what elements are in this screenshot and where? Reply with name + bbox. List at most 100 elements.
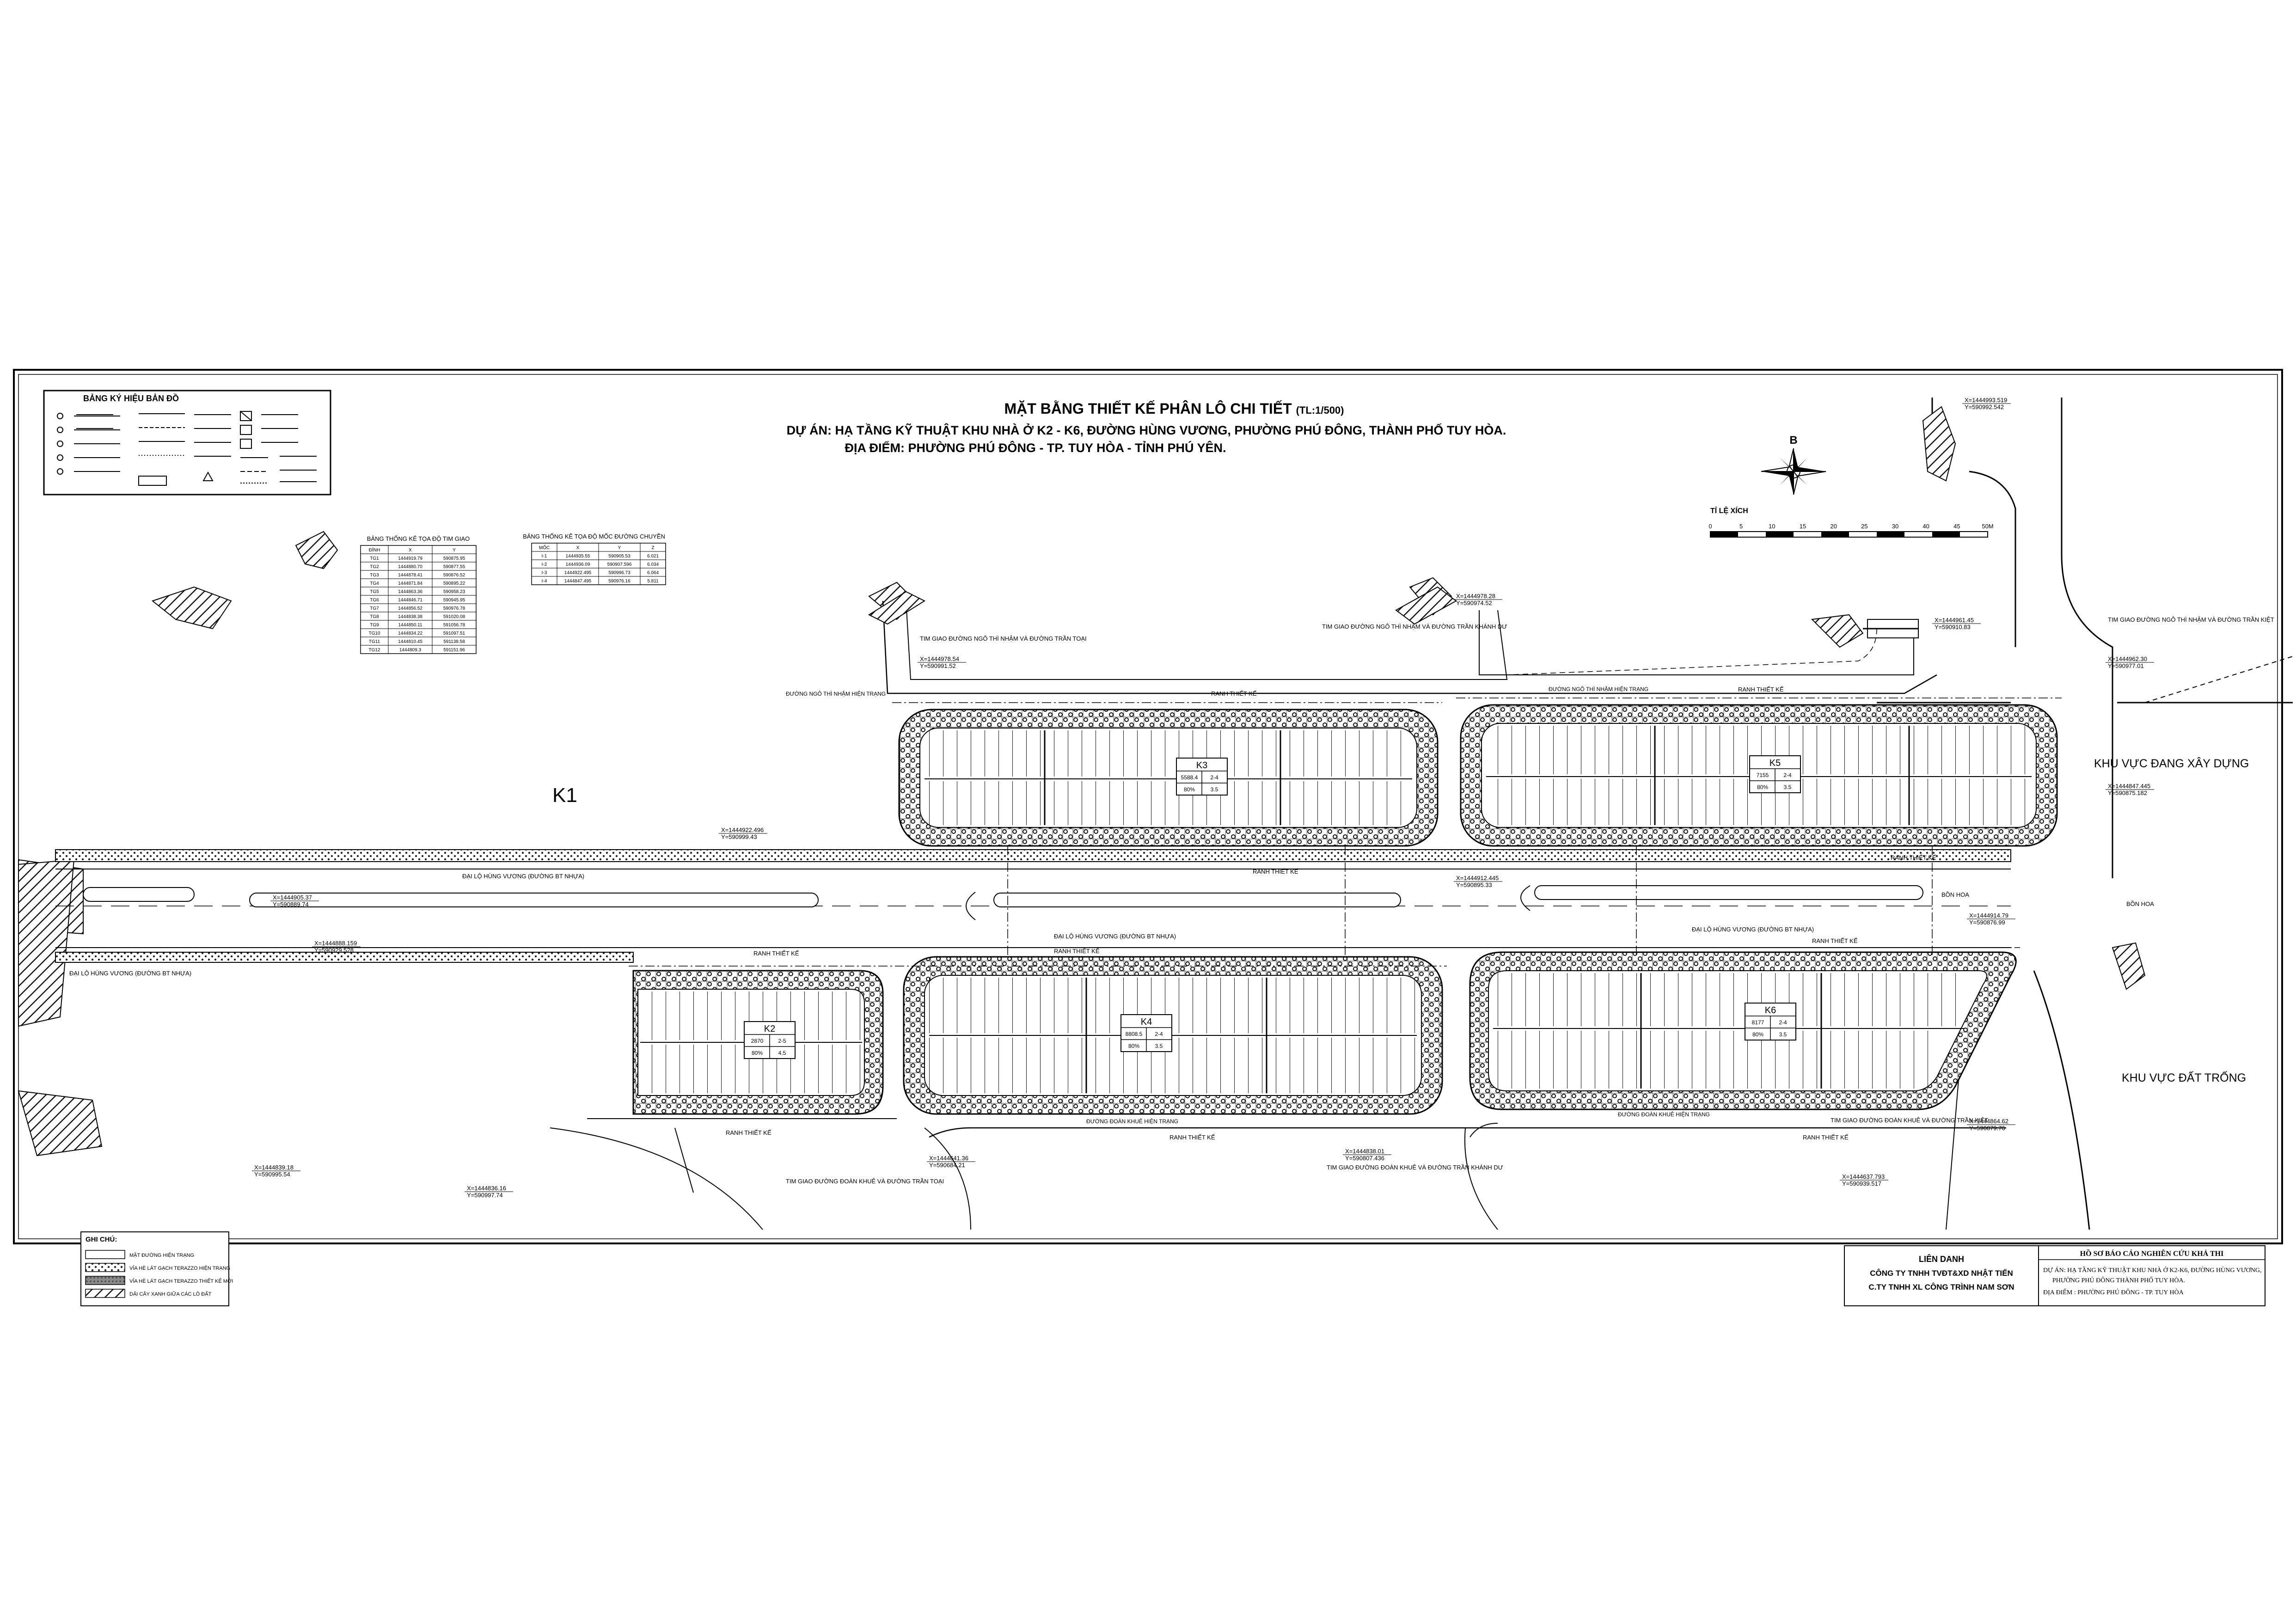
coord-callout: X=1444864.62Y=590879.76 bbox=[1967, 1118, 2015, 1132]
table1-cell: TG5 bbox=[370, 589, 379, 594]
notes-title: GHI CHÚ: bbox=[86, 1235, 117, 1243]
flower-bed-label-2: BỒN HOA bbox=[2126, 900, 2154, 907]
block-k3[interactable] bbox=[898, 709, 1439, 847]
table1-cell: 1444856.52 bbox=[398, 606, 422, 611]
coord-x: X=1444912.445 bbox=[1456, 875, 1499, 881]
design-limit-label-2: RANH THIẾT KẾ bbox=[1738, 686, 1784, 693]
block-floors: 2-4 bbox=[1155, 1031, 1163, 1037]
table1-cell: 591151.96 bbox=[443, 648, 465, 653]
intersection-ngo-tran-kiet: TIM GIAO ĐƯỜNG NGÔ THÌ NHẬM VÀ ĐƯỜNG TRẦ… bbox=[2108, 616, 2274, 623]
block-area: 5588.4 bbox=[1181, 774, 1198, 781]
main-road-label-2: ĐẠI LỘ HÙNG VƯƠNG (ĐƯỜNG BT NHỰA) bbox=[69, 970, 191, 977]
block-id: K4 bbox=[1141, 1017, 1152, 1027]
coord-y: Y=590977.01 bbox=[2108, 662, 2144, 669]
table1-cell: TG1 bbox=[370, 556, 379, 561]
table2-header: MỐC bbox=[539, 544, 550, 551]
coord-y: Y=590876.99 bbox=[1969, 919, 2005, 926]
coord-x: X=1444836.16 bbox=[467, 1185, 506, 1192]
table1-cell: 1444846.71 bbox=[398, 598, 422, 603]
area-vacant-label: KHU VỰC ĐẤT TRỐNG bbox=[2122, 1071, 2246, 1084]
coord-y: Y=590939.517 bbox=[1842, 1180, 1881, 1187]
scale-bar-title: TỈ LỆ XÍCH bbox=[1710, 506, 1748, 515]
main-road-label-4: ĐẠI LỘ HÙNG VƯƠNG (ĐƯỜNG BT NHỰA) bbox=[1692, 926, 1814, 933]
block-k4[interactable] bbox=[903, 956, 1443, 1115]
consultant-block: LIÊN DANH CÔNG TY TNHH TVĐT&XD NHẬT TIẾN… bbox=[1844, 1245, 2039, 1306]
design-limit-label-6: RANH THIẾT KẾ bbox=[1054, 948, 1100, 955]
coord-x: X=1444839.18 bbox=[254, 1164, 294, 1171]
design-limit-label-5: RANH THIẾT KẾ bbox=[753, 950, 799, 957]
coord-x: X=1444914.79 bbox=[1969, 912, 2008, 919]
table2-cell: 6.034 bbox=[647, 562, 659, 567]
coord-y: Y=590895.33 bbox=[1456, 881, 1492, 888]
coord-y: Y=590910.83 bbox=[1935, 624, 1971, 630]
sheet-frame-inner bbox=[18, 374, 2278, 1239]
title-location: ĐỊA ĐIỂM: PHƯỜNG PHÚ ĐÔNG - TP. TUY HÒA … bbox=[845, 440, 1226, 455]
scale-tick-label: 40 bbox=[1923, 523, 1929, 530]
coord-y: Y=590992.542 bbox=[1965, 404, 2004, 410]
scale-tick-label: 0 bbox=[1708, 523, 1712, 530]
coord-callout: X=1444962.30Y=590977.01 bbox=[2106, 655, 2154, 669]
table2-header: X bbox=[576, 545, 580, 551]
table1-cell: 1444834.22 bbox=[398, 631, 422, 636]
north-road-label-1: ĐƯỜNG NGÔ THÌ NHẬM HIỆN TRẠNG bbox=[786, 690, 886, 697]
block-area: 8177 bbox=[1752, 1019, 1764, 1026]
block-far: 3.5 bbox=[1779, 1031, 1787, 1038]
scale-tick-label: 25 bbox=[1861, 523, 1867, 530]
scale-tick-label: 45 bbox=[1953, 523, 1960, 530]
table2-cell: 590976.16 bbox=[608, 579, 631, 584]
design-limit-label-10: RANH THIẾT KẾ bbox=[1803, 1134, 1849, 1141]
table1-cell: 591020.08 bbox=[443, 614, 465, 619]
table2-cell: I-3 bbox=[542, 570, 547, 575]
table2-cell: 590905.53 bbox=[608, 554, 631, 559]
report-block: HỒ SƠ BÁO CÁO NGHIÊN CỨU KHẢ THI DỰ ÁN: … bbox=[2038, 1245, 2265, 1306]
block-density: 80% bbox=[1128, 1043, 1139, 1049]
block-floors: 2-4 bbox=[1779, 1019, 1787, 1026]
table1-cell: 1444878.41 bbox=[398, 573, 422, 578]
table2-cell: 6.064 bbox=[647, 570, 659, 575]
design-limit-label-1: RANH THIẾT KẾ bbox=[1211, 690, 1257, 697]
table1-cell: TG4 bbox=[370, 581, 379, 586]
table2-cell: 1444922.495 bbox=[564, 570, 592, 575]
intersection-ngo-tran-toan: TIM GIAO ĐƯỜNG NGÔ THÌ NHẬM VÀ ĐƯỜNG TRẦ… bbox=[920, 635, 1087, 642]
scale-tick-label: 15 bbox=[1800, 523, 1806, 530]
coord-x: X=1444922.496 bbox=[721, 826, 764, 833]
block-floors: 2-4 bbox=[1210, 774, 1218, 781]
coord-y: Y=590997.74 bbox=[467, 1192, 503, 1199]
coord-y: Y=590991.52 bbox=[920, 662, 956, 669]
notes-item: VỈA HÈ LÁT GẠCH TERAZZO THIẾT KẾ MỚI bbox=[129, 1278, 233, 1284]
coord-callout: X=1444978.28Y=590974.52 bbox=[1454, 593, 1502, 606]
coord-callout: X=1444978.54Y=590991.52 bbox=[918, 655, 966, 669]
table1-cell: TG3 bbox=[370, 573, 379, 578]
block-k6[interactable] bbox=[1469, 951, 2017, 1110]
coord-x: X=1444905.37 bbox=[273, 894, 312, 901]
table1-cell: 1444809.3 bbox=[399, 648, 422, 653]
table1-cell: TG9 bbox=[370, 623, 379, 628]
block-id: K2 bbox=[764, 1024, 775, 1034]
table1-cell: TG2 bbox=[370, 564, 379, 569]
table2-cell: 1444935.55 bbox=[566, 554, 590, 559]
table1-cell: 1444871.84 bbox=[398, 581, 422, 586]
scale-tick-label: 50M bbox=[1982, 523, 1993, 530]
consultant-line1: LIÊN DANH bbox=[1919, 1254, 1964, 1264]
table1-frame bbox=[360, 545, 477, 654]
coord-x: X=1444637.793 bbox=[1842, 1173, 1885, 1180]
table2-header: Y bbox=[618, 545, 621, 551]
intersection-doan-tran-khanh-du: TIM GIAO ĐƯỜNG ĐOÀN KHUÊ VÀ ĐƯỜNG TRẦN K… bbox=[1327, 1164, 1503, 1171]
north-road: ĐƯỜNG NGÔ THÌ NHẬM HIỆN TRẠNG ĐƯỜNG NGÔ … bbox=[786, 600, 1937, 697]
road-end-symbols bbox=[868, 586, 1919, 638]
intersection-ngo-tran-khanh-du: TIM GIAO ĐƯỜNG NGÔ THÌ NHẬM VÀ ĐƯỜNG TRẦ… bbox=[1322, 623, 1507, 630]
coord-y: Y=590929.528 bbox=[314, 947, 354, 954]
report-title: HỒ SƠ BÁO CÁO NGHIÊN CỨU KHẢ THI bbox=[2080, 1249, 2224, 1258]
table1-cell: 591138.58 bbox=[443, 639, 465, 644]
main-road-label-3: ĐẠI LỘ HÙNG VƯƠNG (ĐƯỜNG BT NHỰA) bbox=[1054, 933, 1176, 940]
block-far: 3.5 bbox=[1784, 784, 1792, 790]
sheet-frame bbox=[13, 369, 2283, 1244]
